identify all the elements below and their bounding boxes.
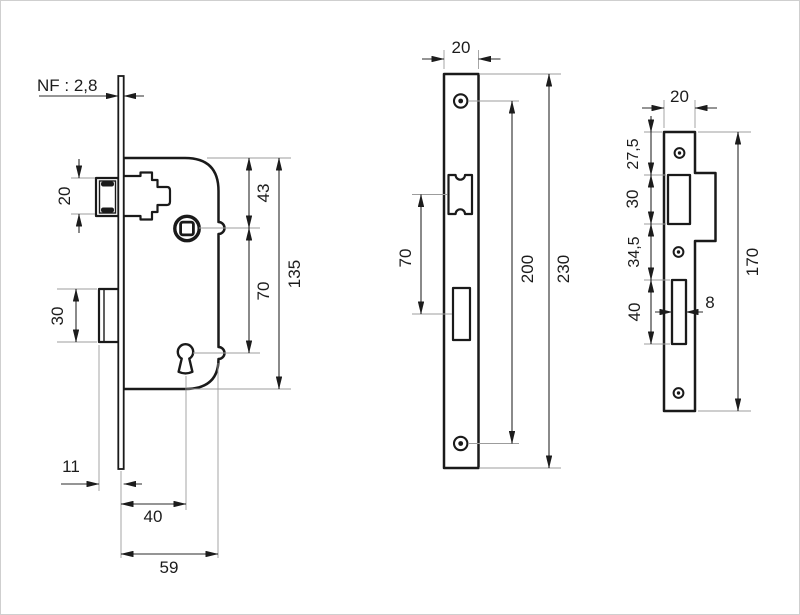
dim-latch-height: 20 xyxy=(55,159,95,233)
dim-case-depth: 59 xyxy=(120,550,219,577)
dim-label-top-to-latch: 27,5 xyxy=(625,138,642,169)
view-lock-case-side: NF : 2,8 20 30 xyxy=(37,75,304,577)
dim-label-spindle-to-keyhole: 70 xyxy=(254,282,273,301)
latch-bolt-profile xyxy=(122,171,172,221)
strike-screw-hole-top-center xyxy=(677,151,682,155)
latch-clip-bottom xyxy=(101,207,114,213)
dim-label-deadbolt-height: 30 xyxy=(48,307,67,326)
strike-latch-opening xyxy=(666,173,692,226)
dim-label-bolt-opening: 40 xyxy=(625,303,644,322)
dim-label-strike-length: 170 xyxy=(743,248,762,276)
faceplate-latch-cutout xyxy=(447,173,474,216)
dim-label-between-openings: 34,5 xyxy=(626,236,643,267)
dim-label-latch-projection: 11 xyxy=(62,457,80,476)
dim-faceplate-width: 20 xyxy=(422,38,501,69)
dim-label-top-to-spindle: 43 xyxy=(254,184,273,203)
dim-faceplate-spacing: 70 xyxy=(396,194,452,315)
dim-strike-width: 20 xyxy=(642,87,717,128)
dim-label-backset: 40 xyxy=(144,507,163,526)
dim-label-case-height: 135 xyxy=(285,260,304,288)
dim-label-latch-height: 20 xyxy=(55,187,74,206)
dim-bolt-opening-width: 8 xyxy=(655,293,715,316)
dim-plate-thickness: NF : 2,8 xyxy=(37,76,144,100)
latch-clip-top xyxy=(101,181,114,187)
dim-label-nf: NF : 2,8 xyxy=(37,76,97,95)
dim-deadbolt-height: 30 xyxy=(48,288,97,343)
view-strike-plate: 20 27,5 30 34,5 40 8 xyxy=(623,87,762,413)
dim-backset: 40 xyxy=(120,500,187,526)
dim-label-bolt-opening-width: 8 xyxy=(705,293,714,312)
dim-strike-length: 170 xyxy=(698,131,762,412)
latch-head-inner xyxy=(98,180,117,214)
dim-faceplate-length: 230 xyxy=(479,73,573,469)
dim-label-faceplate-length: 230 xyxy=(554,255,573,283)
dim-case-height: 135 xyxy=(275,157,304,390)
spindle-square-hole xyxy=(179,220,195,237)
faceplate-screw-hole-bottom-center xyxy=(458,441,464,446)
dim-top-to-spindle-and-keyhole: 43 70 xyxy=(245,157,273,354)
faceplate-deadbolt-cutout xyxy=(451,286,472,342)
dim-screw-spacing: 200 xyxy=(468,100,537,444)
dim-strike-chain: 27,5 30 34,5 40 xyxy=(623,116,655,345)
faceplate-outline xyxy=(442,72,480,470)
dim-label-faceplate-width: 20 xyxy=(452,38,471,57)
keyhole xyxy=(176,343,195,375)
dim-label-strike-width: 20 xyxy=(670,87,689,106)
dim-latch-projection: 11 xyxy=(61,457,142,488)
strike-screw-hole-bottom-center xyxy=(676,391,681,395)
dim-label-latch-opening: 30 xyxy=(623,190,642,209)
dim-label-case-depth: 59 xyxy=(160,558,179,577)
faceplate-screw-hole-top-center xyxy=(458,98,464,104)
deadbolt-head xyxy=(97,287,120,344)
strike-deadbolt-opening xyxy=(670,278,688,346)
door-edge-plate xyxy=(117,75,125,470)
dim-label-screw-spacing: 200 xyxy=(518,255,537,283)
view-faceplate-front: 20 70 200 230 xyxy=(396,38,573,470)
dim-label-faceplate-spacing: 70 xyxy=(396,249,415,268)
strike-screw-hole-middle-center xyxy=(676,250,681,254)
